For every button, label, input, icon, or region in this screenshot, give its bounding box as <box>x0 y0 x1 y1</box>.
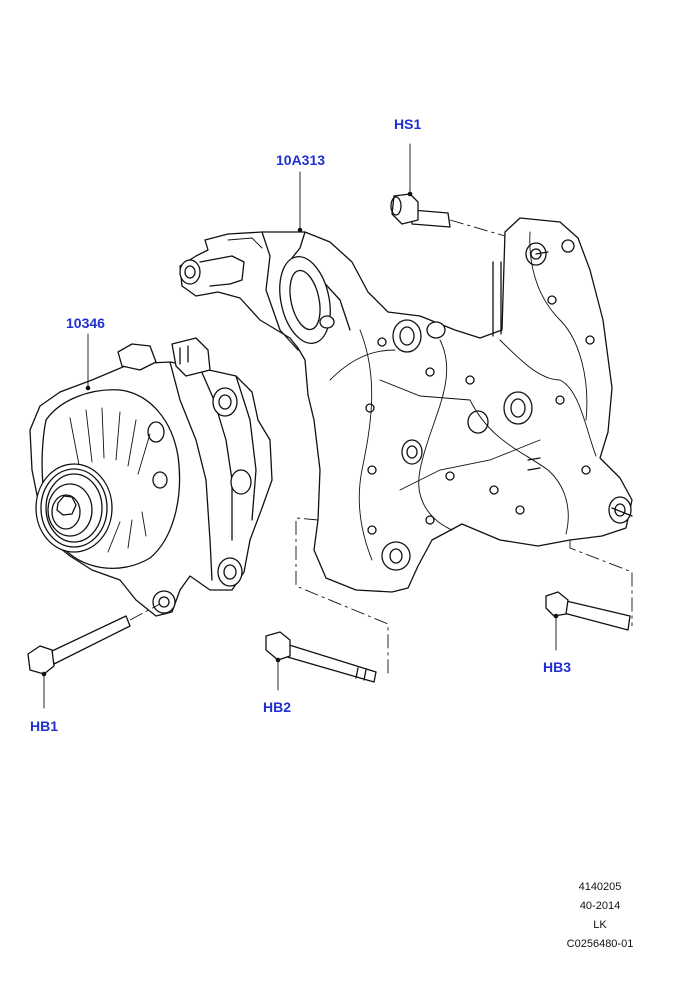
drawing-date-code: 40-2014 <box>579 900 621 912</box>
drawing-number: 4140205 <box>578 881 622 893</box>
callout-10a313: 10A313 <box>276 152 326 168</box>
callout-hb1: HB1 <box>30 718 59 734</box>
bolt-hb3 <box>545 540 633 651</box>
drawing-catalog-id: C0256480-01 <box>566 938 634 950</box>
drawing-reference-block: 4140205 40-2014 LK C0256480-01 <box>555 878 645 954</box>
callout-hb3: HB3 <box>543 659 572 675</box>
bolt-hb1 <box>27 603 161 709</box>
alternator-mounting-bracket <box>179 217 633 593</box>
bolt-hb2 <box>265 517 389 691</box>
alternator <box>29 337 273 617</box>
drawing-region-code: LK <box>593 919 607 931</box>
callout-hb2: HB2 <box>263 699 292 715</box>
bolt-hs1 <box>390 143 506 237</box>
callout-hs1: HS1 <box>394 116 422 132</box>
callout-10346: 10346 <box>66 315 105 331</box>
